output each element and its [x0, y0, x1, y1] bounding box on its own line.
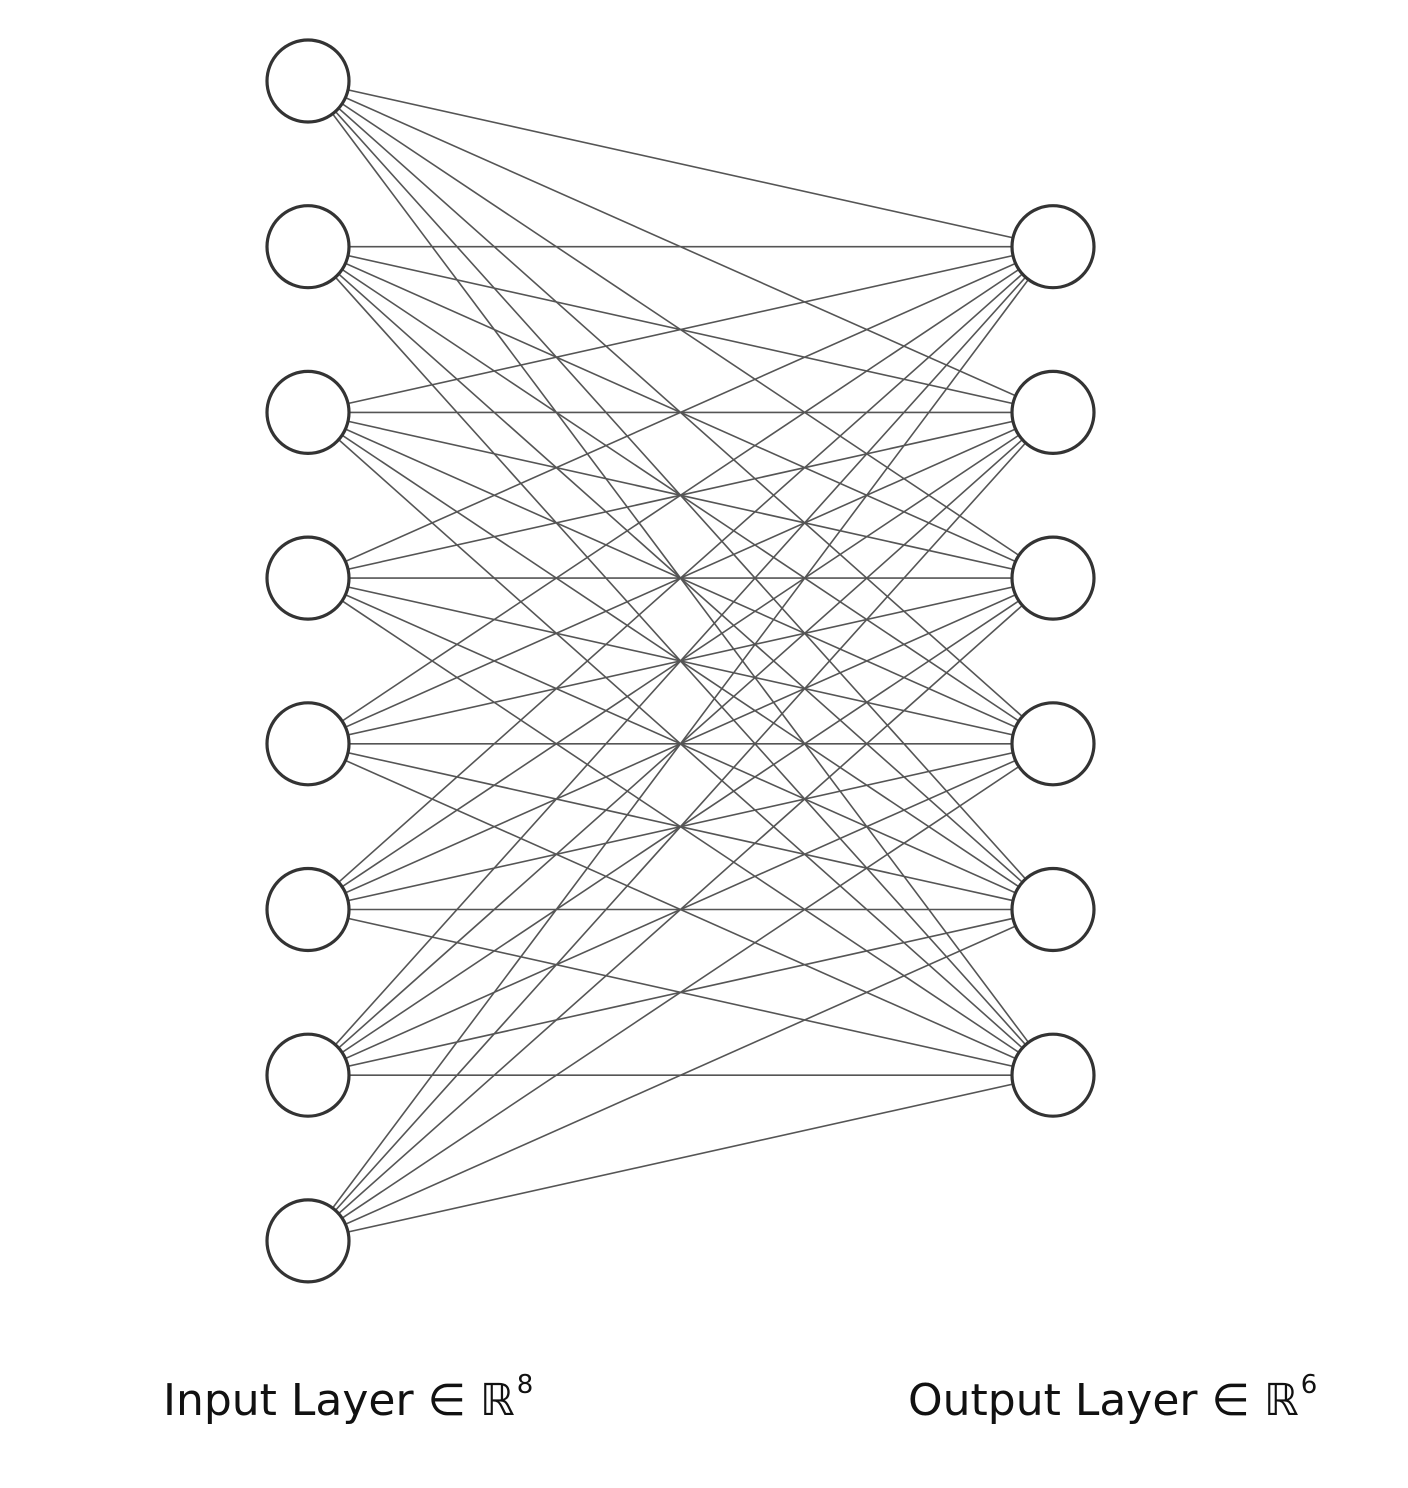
edge-input-8-to-output-3 — [307, 577, 1054, 1242]
edges-group — [307, 80, 1054, 1242]
edge-input-1-to-output-1 — [307, 80, 1054, 248]
edge-input-3-to-output-1 — [307, 245, 1054, 414]
edge-input-8-to-output-5 — [307, 908, 1054, 1242]
input-layer-dimension: 8 — [516, 1370, 534, 1400]
edge-input-4-to-output-1 — [307, 245, 1054, 579]
input-node-2 — [265, 204, 351, 290]
output-layer-label: Output Layer ∈ ℝ6 — [908, 1372, 1317, 1423]
input-layer-name: Input Layer — [163, 1375, 414, 1426]
output-node-2 — [1010, 369, 1096, 455]
output-node-5 — [1010, 866, 1096, 953]
output-node-1 — [1010, 204, 1096, 290]
edge-input-6-to-output-1 — [307, 246, 1054, 911]
input-node-5 — [265, 701, 351, 787]
edge-input-8-to-output-6 — [307, 1074, 1054, 1242]
output-layer-space: ℝ — [1263, 1375, 1299, 1426]
edge-input-8-to-output-2 — [307, 411, 1054, 1242]
output-layer-dimension: 6 — [1300, 1370, 1318, 1400]
output-node-6 — [1010, 1032, 1096, 1118]
output-layer-name: Output Layer — [908, 1375, 1198, 1426]
input-node-3 — [265, 369, 351, 455]
input-node-8 — [265, 1198, 351, 1284]
output-layer-member-symbol: ∈ — [1211, 1375, 1250, 1426]
output-node-4 — [1010, 701, 1096, 787]
edge-input-8-to-output-1 — [307, 246, 1054, 1242]
output-node-3 — [1010, 535, 1096, 621]
edge-input-8-to-output-4 — [307, 743, 1054, 1242]
input-node-7 — [265, 1032, 351, 1118]
input-layer-label: Input Layer ∈ ℝ8 — [163, 1372, 533, 1423]
input-node-1 — [265, 38, 351, 124]
input-node-4 — [265, 535, 351, 621]
input-layer-space: ℝ — [479, 1375, 515, 1426]
input-node-6 — [265, 866, 351, 953]
edge-input-7-to-output-1 — [307, 246, 1054, 1076]
edge-input-5-to-output-1 — [307, 246, 1054, 745]
input-layer-member-symbol: ∈ — [427, 1375, 466, 1426]
nodes-group — [265, 38, 1096, 1284]
